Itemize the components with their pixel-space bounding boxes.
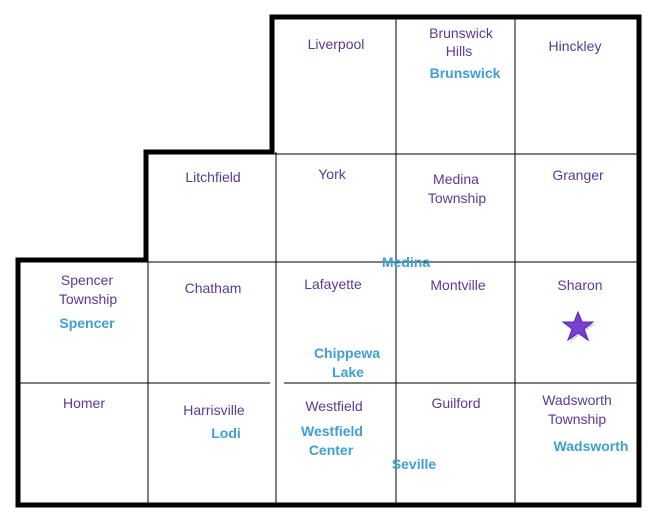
township-hinckley: Hinckley bbox=[548, 38, 602, 54]
township-medina-line2: Township bbox=[427, 190, 487, 206]
township-lafayette: Lafayette bbox=[304, 276, 362, 292]
township-westfield: Westfield bbox=[305, 398, 363, 414]
township-york: York bbox=[318, 166, 346, 182]
township-brunswick-hills-line2: Hills bbox=[445, 43, 473, 59]
place-brunswick: Brunswick bbox=[429, 65, 501, 81]
township-spencer-line1: Spencer bbox=[60, 272, 114, 288]
township-grid bbox=[18, 18, 638, 504]
place-chippewa-lake-line2: Lake bbox=[332, 364, 364, 380]
place-chippewa-lake-line1: Chippewa bbox=[313, 345, 381, 361]
township-wadsworth-line2: Township bbox=[547, 411, 607, 427]
place-wadsworth: Wadsworth bbox=[553, 438, 629, 454]
township-sharon: Sharon bbox=[557, 277, 603, 293]
township-liverpool: Liverpool bbox=[307, 36, 365, 52]
township-guilford: Guilford bbox=[431, 395, 481, 411]
township-litchfield: Litchfield bbox=[185, 169, 241, 185]
place-spencer: Spencer bbox=[59, 315, 115, 331]
star-icon bbox=[561, 310, 595, 342]
township-spencer-line2: Township bbox=[58, 291, 118, 307]
place-lodi: Lodi bbox=[211, 425, 241, 441]
township-wadsworth-line1: Wadsworth bbox=[542, 392, 612, 408]
township-medina-line1: Medina bbox=[433, 171, 479, 187]
township-homer: Homer bbox=[62, 395, 106, 411]
township-chatham: Chatham bbox=[184, 280, 242, 296]
township-harrisville: Harrisville bbox=[183, 402, 245, 418]
place-westfield-center-line2: Center bbox=[308, 442, 354, 458]
place-westfield-center-line1: Westfield bbox=[301, 423, 363, 439]
place-seville: Seville bbox=[391, 456, 437, 472]
county-outline bbox=[15, 14, 642, 508]
township-montville: Montville bbox=[430, 277, 486, 293]
township-brunswick-hills-line1: Brunswick bbox=[429, 25, 493, 41]
place-medina: Medina bbox=[381, 254, 431, 270]
township-granger: Granger bbox=[552, 167, 604, 183]
